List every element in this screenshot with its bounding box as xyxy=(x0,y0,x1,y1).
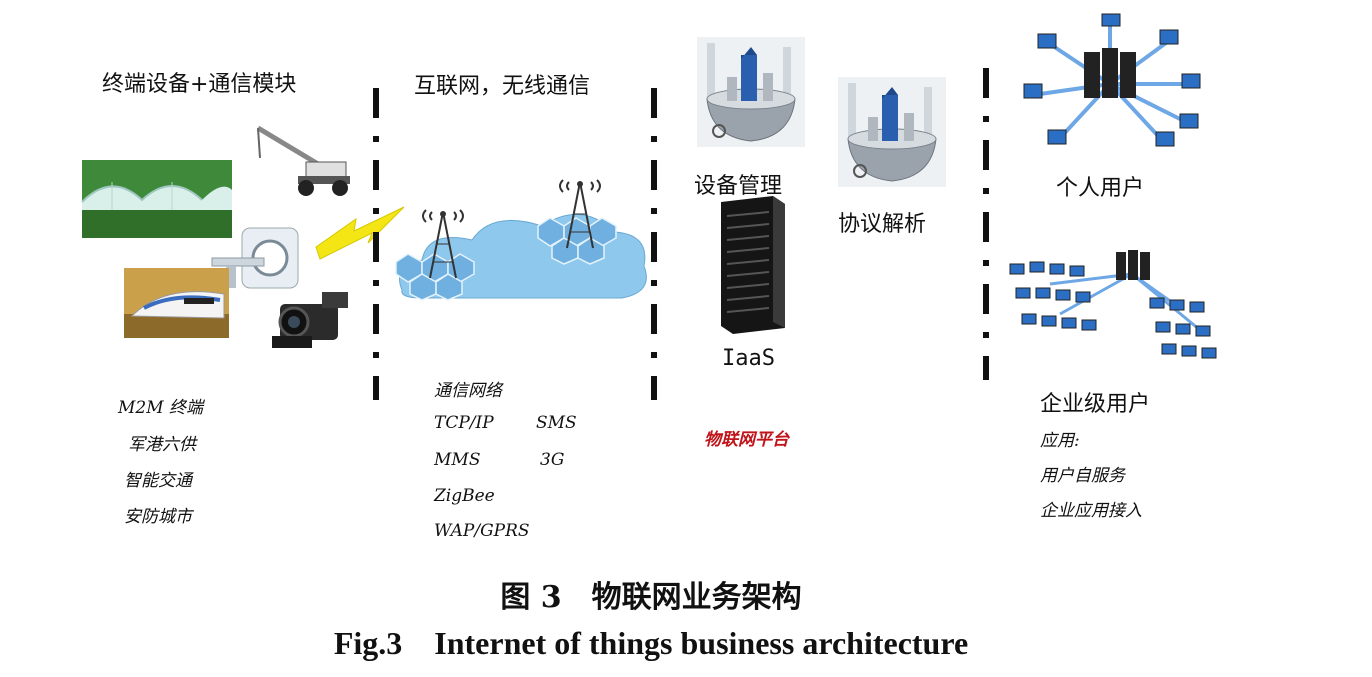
network-list-title: 通信网络 xyxy=(434,381,502,401)
terminal-item: 安防城市 xyxy=(124,507,192,527)
protocol-item: TCP/IP xyxy=(434,413,494,433)
protocol-item: WAP/GPRS xyxy=(434,521,530,541)
server-cluster-icon xyxy=(1023,13,1201,147)
camcorder-icon xyxy=(272,292,348,348)
section-divider xyxy=(983,68,989,380)
globe-platform-icon xyxy=(697,37,805,147)
device-management-label: 设备管理 xyxy=(694,174,783,199)
platform-label: 物联网平台 xyxy=(704,430,789,450)
app-item: 用户自服务 xyxy=(1040,466,1125,486)
server-rack-icon xyxy=(721,196,785,334)
app-item: 企业应用接入 xyxy=(1040,501,1142,521)
section-divider xyxy=(373,88,379,400)
cell-tower-icon xyxy=(422,209,464,279)
enterprise-user-label: 企业级用户 xyxy=(1040,392,1151,417)
section-divider xyxy=(651,88,657,400)
cloud-icon xyxy=(395,213,647,301)
terminal-section-title: 终端设备+通信模块 xyxy=(102,72,297,97)
personal-user-label: 个人用户 xyxy=(1056,176,1145,201)
protocol-parsing-label: 协议解析 xyxy=(838,212,927,237)
caption-en: Fig.3 Internet of things business archit… xyxy=(333,625,969,661)
iaas-label: IaaS xyxy=(722,346,775,371)
ct-scanner-icon xyxy=(211,227,299,289)
terminal-item: 军港六供 xyxy=(128,435,196,455)
globe-platform-icon xyxy=(838,77,946,187)
greenhouse-icon xyxy=(81,160,232,238)
terminal-item: 智能交通 xyxy=(124,471,192,491)
train-icon xyxy=(124,268,229,338)
lightning-icon xyxy=(315,206,405,260)
protocol-item: ZigBee xyxy=(434,486,495,506)
caption-cn: 图 3 物联网业务架构 xyxy=(500,580,802,615)
app-title: 应用: xyxy=(1040,431,1080,451)
computer-network-icon xyxy=(1009,250,1217,359)
protocol-item: SMS xyxy=(536,413,577,433)
crane-icon xyxy=(256,125,350,196)
terminal-item: M2M 终端 xyxy=(118,398,204,418)
cell-tower-icon xyxy=(559,179,601,249)
network-section-title: 互联网，无线通信 xyxy=(414,74,591,99)
protocol-item: 3G xyxy=(540,450,565,470)
protocol-item: MMS xyxy=(434,450,481,470)
